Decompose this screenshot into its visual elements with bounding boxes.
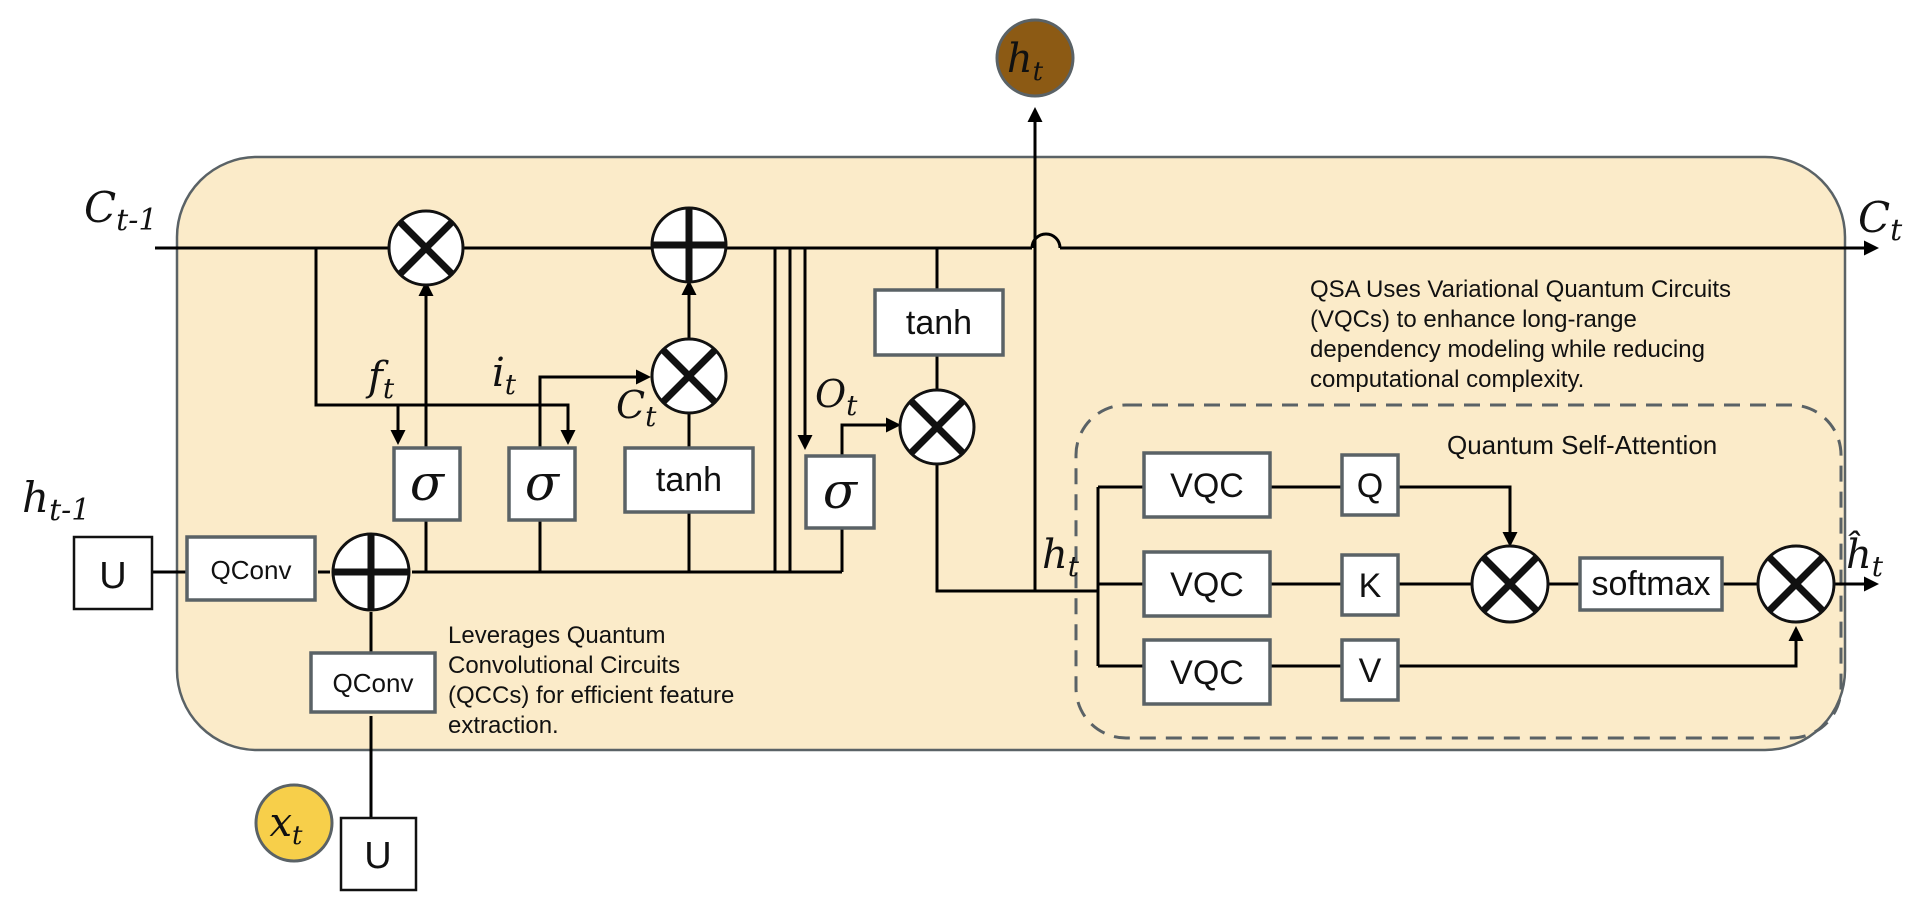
qcc-annotation: Leverages Quantum Convolutional Circuits… xyxy=(448,622,741,739)
c-candidate-label: Ct xyxy=(616,383,657,433)
cell-background xyxy=(175,155,1847,752)
svg-text:VQC: VQC xyxy=(1170,654,1244,692)
svg-text:ht: ht xyxy=(1007,36,1044,87)
svg-text:Q: Q xyxy=(1357,467,1383,505)
h-prev-label: ht-1 xyxy=(22,473,90,528)
svg-text:QConv: QConv xyxy=(333,668,414,698)
svg-text:tanh: tanh xyxy=(656,461,722,499)
qsa-annotation: QSA Uses Variational Quantum Circuits (V… xyxy=(1310,276,1738,393)
wires xyxy=(152,107,1879,818)
svg-text:VQC: VQC xyxy=(1170,566,1244,604)
tanh-block-output: tanh xyxy=(873,288,1005,357)
svg-text:σ: σ xyxy=(823,462,859,520)
svg-text:VQC: VQC xyxy=(1170,467,1244,505)
h-hat-label: ĥt xyxy=(1846,531,1884,583)
x-input-circle: xt xyxy=(254,783,334,863)
multiply-op-input xyxy=(650,337,728,415)
multiply-op-forget xyxy=(387,209,465,287)
softmax-block: softmax xyxy=(1578,556,1724,612)
svg-text:tanh: tanh xyxy=(906,304,972,342)
qsa-title: Quantum Self-Attention xyxy=(1447,430,1717,460)
v-block: V xyxy=(1340,638,1400,702)
tanh-block-candidate: tanh xyxy=(623,446,755,514)
i-gate-label: it xyxy=(492,350,517,401)
svg-text:K: K xyxy=(1359,567,1382,605)
sigma-block-input: σ xyxy=(507,446,577,522)
vqc-block-v: VQC xyxy=(1142,638,1272,706)
svg-text:U: U xyxy=(364,835,391,877)
svg-text:V: V xyxy=(1359,652,1382,690)
c-prev-label: Ct-1 xyxy=(84,183,157,238)
multiply-op-v xyxy=(1756,544,1836,624)
add-op-cell xyxy=(650,206,728,284)
vqc-block-k: VQC xyxy=(1142,550,1272,618)
multiply-op-qk xyxy=(1470,544,1550,624)
svg-text:U: U xyxy=(99,555,126,597)
c-next-label: Ct xyxy=(1858,193,1903,248)
qconv-block-top: QConv xyxy=(185,535,317,602)
qsa-region xyxy=(1074,403,1843,740)
k-block: K xyxy=(1340,553,1400,617)
add-op-input xyxy=(331,532,411,612)
u-block-left: U xyxy=(72,535,154,611)
svg-text:softmax: softmax xyxy=(1591,565,1710,603)
vqc-block-q: VQC xyxy=(1142,451,1272,519)
sigma-block-forget: σ xyxy=(392,446,462,522)
o-gate-label: Ot xyxy=(815,372,858,422)
sigma-block-output: σ xyxy=(804,454,876,530)
svg-text:xt: xt xyxy=(269,800,303,851)
svg-text:σ: σ xyxy=(525,454,561,512)
h-mid-label: ht xyxy=(1042,532,1080,583)
multiply-op-output xyxy=(898,388,976,466)
u-block-bottom: U xyxy=(339,816,418,892)
qconv-block-bottom: QConv xyxy=(309,651,437,714)
h-output-circle: ht xyxy=(995,18,1075,98)
svg-text:σ: σ xyxy=(410,454,446,512)
svg-text:QConv: QConv xyxy=(211,555,292,585)
q-block: Q xyxy=(1340,453,1400,517)
